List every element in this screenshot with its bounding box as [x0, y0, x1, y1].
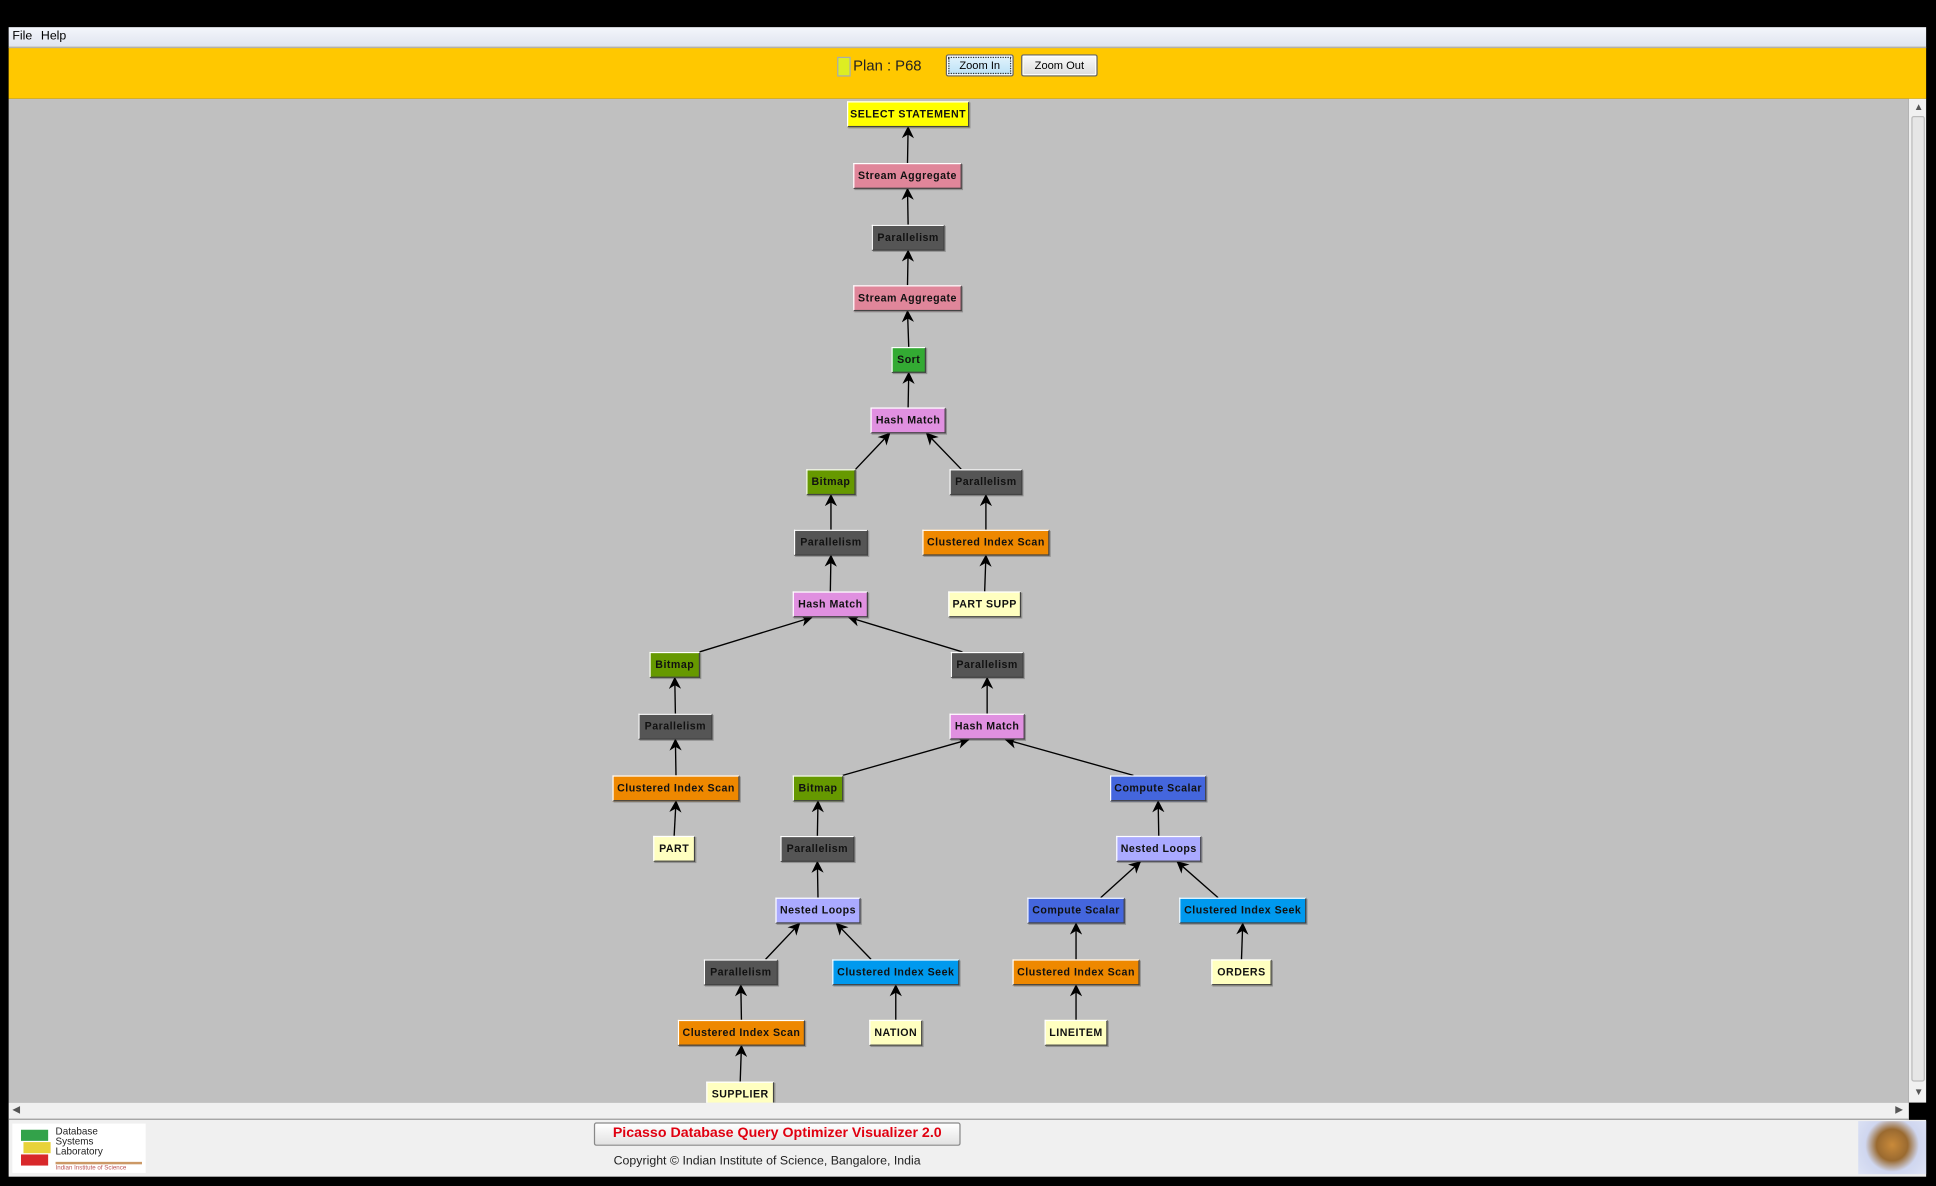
plan-edge-arrow: [901, 249, 915, 286]
scroll-down-icon[interactable]: ▼: [1913, 1086, 1924, 1098]
menu-file[interactable]: File: [12, 29, 33, 44]
logo-text: Database Systems Laboratory: [55, 1126, 103, 1157]
menu-help[interactable]: Help: [40, 29, 67, 44]
plan-node-stream-aggregate[interactable]: Stream Aggregate: [853, 162, 962, 189]
plan-color-swatch: [837, 56, 851, 77]
plan-node-hash-match[interactable]: Hash Match: [949, 713, 1025, 740]
plan-edge-arrow: [1100, 860, 1142, 899]
plan-edge-arrow: [855, 432, 891, 470]
scroll-up-icon[interactable]: ▲: [1913, 101, 1924, 113]
plan-node-parallelism[interactable]: Parallelism: [703, 959, 778, 986]
plan-node-select-statement[interactable]: SELECT STATEMENT: [847, 101, 970, 128]
vertical-scrollbar[interactable]: ▲ ▼: [1908, 98, 1927, 1103]
plan-node-parallelism[interactable]: Parallelism: [780, 835, 855, 862]
plan-edge-arrow: [668, 676, 682, 714]
plan-node-nation[interactable]: NATION: [869, 1019, 923, 1046]
plan-edge-arrow: [734, 984, 748, 1020]
iisc-emblem-icon: [1858, 1121, 1927, 1175]
plan-node-nested-loops[interactable]: Nested Loops: [1116, 835, 1202, 862]
plan-node-hash-match[interactable]: Hash Match: [792, 591, 868, 618]
plan-node-parallelism[interactable]: Parallelism: [950, 651, 1024, 678]
plan-node-compute-scalar[interactable]: Compute Scalar: [1109, 775, 1207, 802]
plan-node-bitmap[interactable]: Bitmap: [806, 469, 856, 496]
plan-node-stream-aggregate[interactable]: Stream Aggregate: [853, 285, 962, 312]
plan-edge-arrow: [734, 1044, 748, 1082]
plan-edge-arrow: [669, 800, 682, 836]
plan-node-part[interactable]: PART: [653, 835, 696, 862]
plan-node-parallelism[interactable]: Parallelism: [793, 529, 868, 556]
footer: Database Systems Laboratory Indian Insti…: [8, 1119, 1927, 1177]
lego-bricks-icon: [20, 1129, 51, 1166]
plan-node-parallelism[interactable]: Parallelism: [638, 713, 713, 740]
vertical-scroll-thumb[interactable]: [1911, 116, 1925, 1082]
plan-edge-arrow: [1236, 922, 1249, 960]
plan-node-clustered-index-scan[interactable]: Clustered Index Scan: [677, 1019, 806, 1046]
plan-edge-arrow: [979, 554, 992, 592]
plan-node-bitmap[interactable]: Bitmap: [649, 651, 701, 678]
plan-edge-arrow: [901, 187, 914, 225]
plan-edge-arrow: [1152, 800, 1165, 836]
plan-label: Plan : P68: [853, 56, 922, 75]
plan-edge-arrow: [901, 309, 914, 347]
plan-edge-arrow: [835, 922, 872, 960]
plan-node-parallelism[interactable]: Parallelism: [949, 469, 1023, 496]
plan-node-bitmap[interactable]: Bitmap: [792, 775, 844, 802]
plan-node-part-supp[interactable]: PART SUPP: [948, 591, 1022, 618]
plan-edge-arrow: [811, 860, 824, 898]
scroll-right-icon[interactable]: ▶: [1895, 1103, 1903, 1115]
plan-node-sort[interactable]: Sort: [891, 346, 927, 373]
plan-edge-arrow: [925, 432, 962, 470]
plan-node-orders[interactable]: ORDERS: [1211, 959, 1272, 986]
plan-node-clustered-index-seek[interactable]: Clustered Index Seek: [832, 959, 960, 986]
plan-node-compute-scalar[interactable]: Compute Scalar: [1027, 897, 1125, 924]
plan-edge-arrow: [901, 125, 915, 163]
logo-subtext: Indian Institute of Science: [55, 1161, 142, 1172]
dsl-logo: Database Systems Laboratory Indian Insti…: [12, 1123, 146, 1173]
plan-node-nested-loops[interactable]: Nested Loops: [775, 897, 861, 924]
plan-node-lineitem[interactable]: LINEITEM: [1044, 1019, 1108, 1046]
horizontal-scrollbar[interactable]: ◀ ▶: [8, 1102, 1909, 1120]
plan-edge-arrow: [824, 554, 837, 592]
menu-bar: File Help: [8, 27, 1927, 47]
plan-node-parallelism[interactable]: Parallelism: [871, 224, 945, 251]
copyright-text: Copyright © Indian Institute of Science,…: [613, 1154, 921, 1169]
plan-node-clustered-index-scan[interactable]: Clustered Index Scan: [1012, 959, 1140, 986]
plan-node-clustered-index-scan[interactable]: Clustered Index Scan: [612, 775, 740, 802]
zoom-out-button[interactable]: Zoom Out: [1021, 54, 1098, 77]
plan-edge-arrow: [669, 738, 682, 776]
plan-edge-arrow: [842, 736, 970, 777]
toolbar: Plan : P68 Zoom In Zoom Out: [8, 46, 1927, 99]
plan-edge-arrow: [1004, 736, 1134, 777]
plan-edge-arrow: [902, 371, 915, 408]
plan-edge-arrow: [1176, 861, 1219, 899]
plan-node-clustered-index-seek[interactable]: Clustered Index Seek: [1179, 897, 1307, 924]
plan-node-clustered-index-scan[interactable]: Clustered Index Scan: [922, 529, 1050, 556]
plan-edge-arrow: [811, 800, 824, 836]
zoom-in-button[interactable]: Zoom In: [945, 54, 1014, 77]
plan-edge-arrow: [699, 614, 813, 653]
scroll-left-icon[interactable]: ◀: [12, 1103, 20, 1115]
app-title-button[interactable]: Picasso Database Query Optimizer Visuali…: [593, 1122, 961, 1146]
plan-node-hash-match[interactable]: Hash Match: [870, 407, 946, 434]
plan-edge-arrow: [765, 922, 801, 960]
plan-edge-arrow: [847, 614, 963, 653]
